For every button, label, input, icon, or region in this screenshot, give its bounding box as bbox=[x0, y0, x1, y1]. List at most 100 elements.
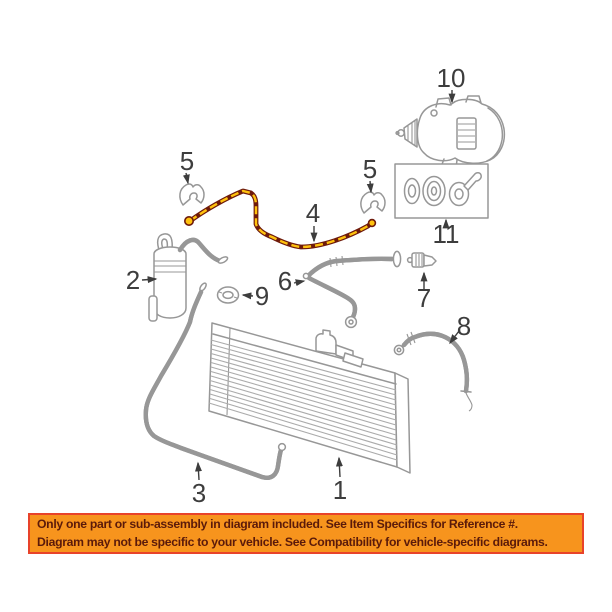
disclaimer-line-2: Diagram may not be specific to your vehi… bbox=[37, 534, 548, 549]
compressor-nose bbox=[397, 129, 405, 137]
coil-ring-inner bbox=[407, 184, 417, 198]
hose3-end-ball bbox=[277, 442, 287, 452]
compressor-illustration bbox=[395, 95, 506, 169]
compressor-snout bbox=[403, 118, 418, 148]
liquid-line-outline bbox=[187, 188, 376, 250]
liquid-line-right-fitting bbox=[367, 218, 377, 228]
cap-slots bbox=[218, 291, 238, 299]
fin bbox=[210, 352, 397, 406]
liquid-line-highlight bbox=[189, 189, 374, 249]
hose6-junction bbox=[302, 272, 310, 280]
callout-2: 2 bbox=[126, 265, 140, 295]
callout-8-arrow bbox=[449, 330, 460, 345]
disclaimer-banner: Only one part or sub-assembly in diagram… bbox=[28, 513, 584, 554]
callout-10: 10 bbox=[437, 63, 466, 93]
drier-tube-end bbox=[217, 256, 229, 264]
valve-ribs bbox=[415, 254, 423, 266]
fin bbox=[209, 379, 397, 436]
callout-8: 8 bbox=[457, 311, 471, 341]
drier-canister bbox=[153, 246, 187, 319]
liquid-line-highlighted bbox=[184, 188, 377, 250]
discharge-hose bbox=[302, 250, 402, 329]
suction-hose bbox=[393, 331, 473, 412]
callout-3-arrow bbox=[194, 461, 202, 481]
bracket-clamp bbox=[315, 329, 337, 355]
clip-shape bbox=[360, 191, 386, 214]
fin bbox=[210, 343, 397, 396]
callout-5-right: 5 bbox=[363, 154, 377, 184]
fin bbox=[209, 388, 398, 446]
condenser-fins bbox=[208, 339, 398, 461]
bracket-pad bbox=[342, 352, 364, 368]
drier-foot bbox=[148, 295, 158, 322]
callout-6-arrow bbox=[293, 279, 306, 287]
compressor-snout-ridges bbox=[407, 121, 416, 146]
fin bbox=[209, 384, 397, 441]
condenser-face bbox=[208, 322, 398, 468]
service-cap bbox=[216, 286, 240, 304]
hose8-ring bbox=[393, 344, 405, 356]
retainer-clip-left bbox=[179, 183, 205, 206]
compressor-rib-plate bbox=[456, 117, 477, 150]
callout-9: 9 bbox=[255, 281, 269, 311]
hose8-ring-hole bbox=[396, 347, 402, 353]
clutch-plate bbox=[448, 181, 470, 207]
liquid-line-left-fitting bbox=[184, 216, 195, 227]
fin bbox=[210, 370, 397, 426]
fin bbox=[209, 397, 398, 456]
hose6-right-fitting bbox=[392, 250, 402, 268]
ac-parts-diagram: 1 2 3 4 5 5 6 7 8 9 10 11 bbox=[126, 63, 506, 508]
callout-1: 1 bbox=[333, 475, 347, 505]
hose6-ring-hole bbox=[348, 319, 354, 325]
fin bbox=[210, 375, 397, 431]
compressor-ribs bbox=[458, 123, 475, 143]
compressor-nose-tip bbox=[395, 130, 400, 136]
clutch-kit-box bbox=[394, 163, 489, 219]
fin bbox=[210, 348, 397, 401]
hose6-ring-end bbox=[344, 315, 358, 329]
hose6-upper-core bbox=[308, 259, 392, 276]
coil-ring bbox=[403, 177, 421, 205]
valve-fitting bbox=[406, 252, 437, 268]
fin bbox=[210, 366, 397, 421]
disclaimer-line-1: Only one part or sub-assembly in diagram… bbox=[37, 516, 518, 531]
cap-outer bbox=[216, 286, 240, 304]
fin bbox=[208, 402, 398, 461]
hose8-tail bbox=[465, 392, 473, 412]
callout-1-arrow bbox=[335, 456, 343, 478]
hose8-curve bbox=[401, 331, 470, 394]
callout-5-left-arrow bbox=[182, 172, 190, 185]
callout-5-left: 5 bbox=[180, 146, 194, 176]
hose6-lower-core bbox=[309, 278, 355, 319]
hose8-end-cap bbox=[460, 390, 472, 393]
callout-3: 3 bbox=[192, 478, 206, 508]
hose6-ribs bbox=[329, 255, 344, 268]
callout-7: 7 bbox=[417, 283, 431, 313]
valve-cone bbox=[423, 254, 437, 267]
fin bbox=[209, 393, 398, 451]
receiver-drier bbox=[148, 233, 229, 322]
hose8-band bbox=[406, 331, 416, 346]
compressor-port bbox=[430, 109, 438, 117]
clip-shape bbox=[179, 183, 205, 206]
pulley-groove bbox=[426, 180, 442, 202]
callout-9-arrow bbox=[241, 292, 254, 300]
fin bbox=[210, 357, 397, 411]
callout-5-right-arrow bbox=[366, 180, 374, 194]
clutch-plate-hub bbox=[454, 188, 464, 200]
fin bbox=[210, 361, 397, 416]
callouts: 1 2 3 4 5 5 6 7 8 9 10 11 bbox=[126, 63, 471, 508]
fin bbox=[210, 339, 397, 391]
compressor-top-lug bbox=[465, 95, 482, 104]
compressor-end-cap bbox=[486, 107, 504, 162]
condenser-side-face bbox=[394, 372, 411, 474]
hose8-core bbox=[404, 334, 467, 391]
condenser-top-bracket bbox=[315, 329, 364, 368]
callout-6: 6 bbox=[278, 266, 292, 296]
callout-4: 4 bbox=[306, 198, 320, 228]
drier-bands bbox=[154, 260, 186, 273]
condenser bbox=[208, 322, 411, 474]
pulley-disc bbox=[422, 175, 446, 207]
condenser-hose bbox=[146, 282, 287, 478]
